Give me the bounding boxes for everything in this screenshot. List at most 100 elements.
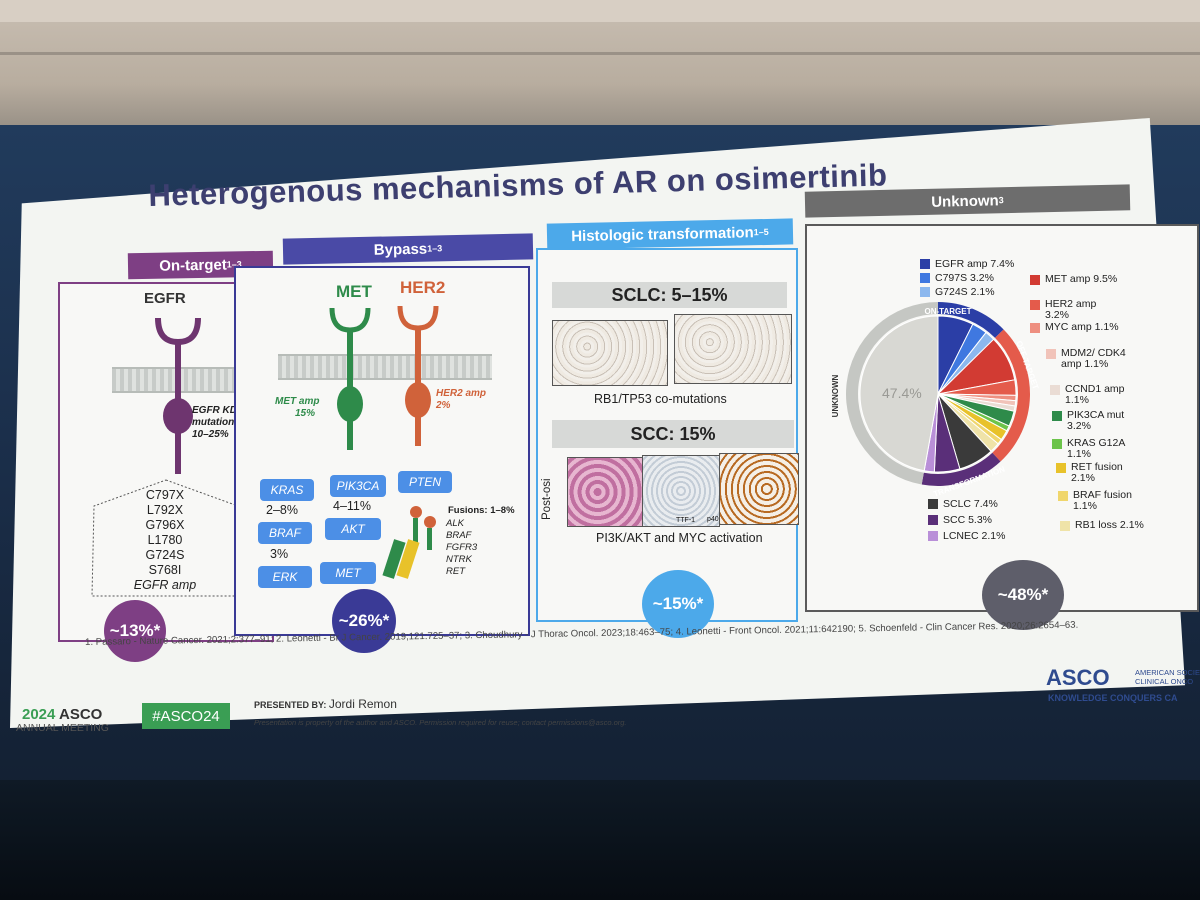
legend-item: MET amp 9.5% <box>1030 274 1117 285</box>
sclc-image-2 <box>674 314 792 384</box>
fusion-receptor-icon <box>382 506 436 579</box>
histo-header-label: Histologic transformation <box>571 223 754 245</box>
her2-amp-label: HER2 amp 2% <box>436 388 486 412</box>
legend-swatch <box>1052 439 1062 449</box>
met-amp-pct: 15% <box>295 408 316 419</box>
legend-label: EGFR amp 7.4% <box>935 258 1015 270</box>
mutation-item: L792X <box>146 503 184 517</box>
legend-swatch <box>1060 521 1070 531</box>
legend-swatch <box>1050 385 1060 395</box>
pik3ca-percent: 4–11% <box>333 499 371 513</box>
legend-item: KRAS G12A 1.1% <box>1052 438 1145 460</box>
asco-name-line2: CLINICAL ONCO <box>1135 677 1194 686</box>
legend-item: LCNEC 2.1% <box>928 530 1005 542</box>
ontarget-percent-badge: ~13%* <box>104 600 166 662</box>
scc-image-p40 <box>719 453 799 525</box>
legend-swatch <box>928 515 938 525</box>
egfr-label: EGFR <box>144 290 186 307</box>
fusion-item: NTRK <box>446 554 472 565</box>
sclc-image-1 <box>552 320 668 386</box>
legend-label: C797S 3.2% <box>935 272 994 284</box>
legend-item: SCC 5.3% <box>928 514 992 526</box>
meeting-sub: ANNUAL MEETING <box>16 722 109 734</box>
kras-percent: 2–8% <box>266 503 298 517</box>
legend-item: RB1 loss 2.1% <box>1060 520 1144 531</box>
ceiling <box>0 0 1200 140</box>
presentation-notice: Presentation is property of the author a… <box>254 718 627 727</box>
met-amp-name: MET amp <box>275 396 320 407</box>
legend-label: RB1 loss 2.1% <box>1075 519 1144 531</box>
floor-shadow <box>0 780 1200 900</box>
bypass-membrane <box>278 354 492 380</box>
ring-label-ontarget: ON-TARGET <box>925 307 972 316</box>
legend-swatch <box>1030 300 1040 310</box>
mutation-item: S768I <box>148 563 182 577</box>
legend-label: CCND1 amp 1.1% <box>1065 383 1125 406</box>
scc-note: PI3K/AKT and MYC activation <box>596 531 763 545</box>
legend-item: G724S 2.1% <box>920 286 995 298</box>
legend-item: C797S 3.2% <box>920 272 994 284</box>
scc-image-he <box>567 457 643 527</box>
sclc-note: RB1/TP53 co-mutations <box>594 392 727 406</box>
akt-pill: AKT <box>325 518 381 540</box>
legend-item: MDM2/ CDK4 amp 1.1% <box>1046 348 1139 370</box>
fusion-item: RET <box>446 566 465 577</box>
fusion-item: BRAF <box>446 530 472 541</box>
legend-label: MDM2/ CDK4 amp 1.1% <box>1061 347 1126 370</box>
ontarget-membrane <box>112 367 254 393</box>
legend-item: HER2 amp 3.2% <box>1030 299 1123 321</box>
legend-label: G724S 2.1% <box>935 286 995 298</box>
erk-pill: ERK <box>258 566 312 588</box>
pik3ca-pill: PIK3CA <box>330 475 386 497</box>
fusion-item: FGFR3 <box>446 542 478 553</box>
legend-swatch <box>920 259 930 269</box>
asco-name: AMERICAN SOCIE CLINICAL ONCO <box>1135 668 1200 686</box>
met-her2-receptors-icon <box>329 305 439 450</box>
her2-amp-pct: 2% <box>436 400 451 411</box>
legend-swatch <box>1046 349 1056 359</box>
legend-item: EGFR amp 7.4% <box>920 258 1014 270</box>
legend-swatch <box>920 287 930 297</box>
fusion-item: ALK <box>446 518 464 529</box>
mutation-outline <box>91 479 239 597</box>
mutation-item: EGFR amp <box>133 578 197 592</box>
kras-pill: KRAS <box>260 479 314 501</box>
pie-ring-segment <box>921 452 1001 486</box>
bypass-header-label: Bypass <box>373 240 428 259</box>
legend-label: HER2 amp 3.2% <box>1045 298 1097 321</box>
ontarget-header-label: On-target <box>159 256 227 275</box>
legend-swatch <box>1052 411 1062 421</box>
asco-logo: ASCO <box>1046 665 1110 690</box>
met-amp-label: MET amp 15% <box>275 396 319 420</box>
mutation-list: C797X L792X G796X L1780 G724S S768I EGFR… <box>100 488 230 593</box>
legend-item: CCND1 amp 1.1% <box>1050 384 1143 406</box>
mutation-item: L1780 <box>147 533 183 547</box>
legend-swatch <box>928 499 938 509</box>
meeting-logo: 2024 ASCO <box>22 706 102 723</box>
legend-label: KRAS G12A 1.1% <box>1067 437 1125 460</box>
post-osi-label: Post-osi <box>541 478 553 520</box>
unknown-header-sup: 3 <box>998 195 1004 206</box>
ring-label-unknown: UNKNOWN <box>831 374 840 417</box>
hashtag-badge: #ASCO24 <box>142 703 230 729</box>
legend-item: SCLC 7.4% <box>928 498 998 510</box>
stain-ttf1: TTF-1 <box>676 517 696 524</box>
pie-ring-segment <box>846 302 938 485</box>
histo-header-sup: 1–5 <box>753 226 769 238</box>
asco-tagline: KNOWLEDGE CONQUERS CA <box>1048 693 1178 703</box>
meeting-brand: ASCO <box>59 706 103 723</box>
fusions-label: Fusions: 1–8% <box>448 505 515 516</box>
histo-percent-badge: ~15%* <box>642 570 714 638</box>
unknown-percent-badge: ~48%* <box>982 560 1064 630</box>
legend-swatch <box>1056 463 1066 473</box>
bypass-percent-badge: ~26%* <box>332 589 396 653</box>
egfr-kd-range: 10–25% <box>192 429 229 440</box>
mutation-item: C797X <box>145 488 185 502</box>
legend-label: MYC amp 1.1% <box>1045 321 1119 333</box>
legend-label: SCLC 7.4% <box>943 498 998 510</box>
legend-label: SCC 5.3% <box>943 514 993 526</box>
fusion-list: ALK BRAF FGFR3 NTRK RET <box>446 518 477 578</box>
ceiling-trim <box>0 52 1200 55</box>
